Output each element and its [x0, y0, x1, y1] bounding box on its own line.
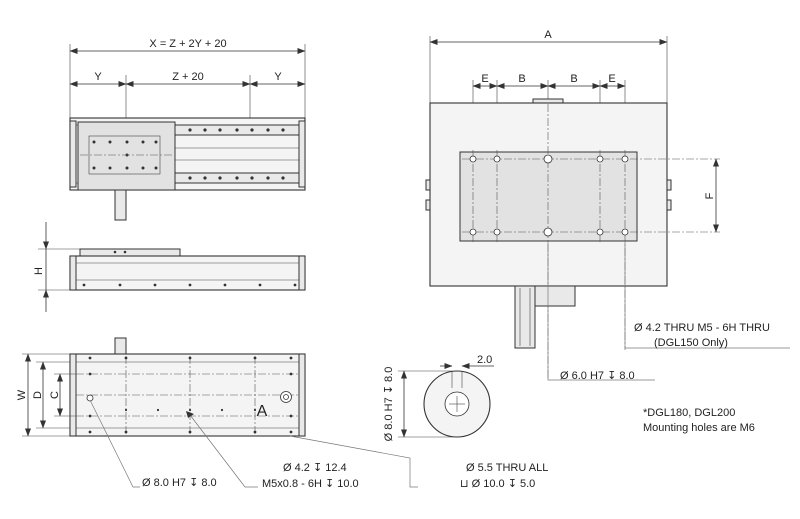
end-view: A E B B E	[425, 29, 790, 382]
key-width-label: 2.0	[477, 354, 492, 366]
tap-depth-callout: Ø 4.2 ↧ 12.4	[283, 462, 347, 474]
pitch-b-right-label: B	[570, 73, 577, 85]
section-marker: A	[257, 403, 268, 420]
end-mount-holes	[469, 154, 629, 237]
right-offset-label: Y	[274, 71, 282, 83]
pin-hole-callout: Ø 8.0 H7 ↧ 8.0	[142, 477, 217, 489]
drive-shaft	[114, 189, 127, 221]
overall-width-label: A	[544, 29, 552, 41]
side-carriage	[79, 248, 181, 257]
note-line-1: *DGL180, DGL200	[643, 407, 735, 419]
pin-hole	[86, 394, 94, 402]
carriage-holes	[92, 140, 158, 170]
bore-callout: Ø 8.0 H7 ↧ 8.0	[383, 367, 395, 442]
edge-e-right-label: E	[608, 73, 615, 85]
pitch-f-label: F	[704, 192, 716, 199]
side-view: H	[33, 222, 306, 312]
pin-hole-end-callout: Ø 6.0 H7 ↧ 8.0	[560, 370, 635, 382]
thru-tap-callout: Ø 4.2 THRU M5 - 6H THRU	[634, 322, 770, 334]
width-d-label: D	[32, 391, 44, 399]
note-line-2: Mounting holes are M6	[643, 422, 755, 434]
note-block: *DGL180, DGL200 Mounting holes are M6	[643, 407, 755, 434]
side-base	[69, 255, 306, 291]
stroke-label: Z + 20	[172, 71, 204, 83]
thru-all-callout: Ø 5.5 THRU ALL	[466, 462, 548, 474]
counterbore-callout: ⊔ Ø 10.0 ↧ 5.0	[460, 478, 535, 490]
tap-callout: M5x0.8 - 6H ↧ 10.0	[262, 478, 359, 490]
edge-e-left-label: E	[481, 73, 488, 85]
shaft-detail-view: 2.0 Ø 8.0 H7 ↧ 8.0	[383, 354, 494, 441]
width-w-label: W	[16, 389, 28, 400]
top-view: X = Z + 2Y + 20 Y Z + 20 Y	[69, 38, 306, 221]
pitch-b-left-label: B	[518, 73, 525, 85]
bottom-holes	[88, 356, 293, 434]
height-label: H	[33, 267, 45, 275]
end-mount-plate	[459, 151, 638, 242]
bottom-view: A W D C Ø 8.0 H7 ↧ 8.0 Ø 4.2 ↧ 12.4 M5x0…	[16, 337, 548, 490]
thru-tap-note: (DGL150 Only)	[654, 337, 728, 349]
width-c-label: C	[49, 391, 61, 399]
end-shaft	[514, 285, 536, 349]
overall-length-label: X = Z + 2Y + 20	[149, 38, 226, 50]
rail-holes	[188, 128, 285, 180]
left-offset-label: Y	[94, 71, 102, 83]
